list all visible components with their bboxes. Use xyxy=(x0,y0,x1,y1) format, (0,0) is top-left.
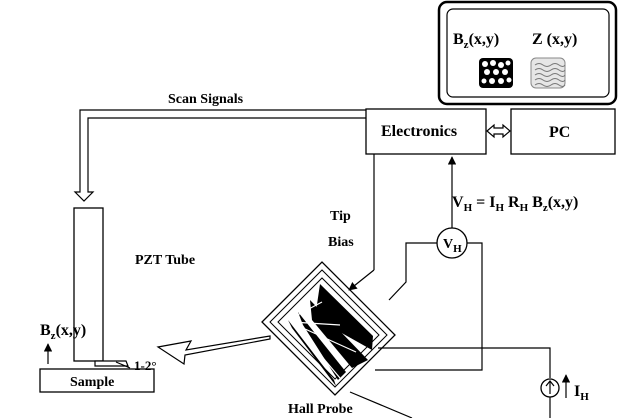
topography-image-thumbnail xyxy=(530,57,566,89)
sample-label: Sample xyxy=(70,375,114,390)
current-lead-top xyxy=(378,347,551,378)
monitor: Bz(x,y) Z (x,y) xyxy=(437,0,618,106)
zoom-arrow xyxy=(156,335,271,366)
pc-label: PC xyxy=(549,124,570,141)
pc-box xyxy=(510,108,616,155)
sample-field-label: Bz(x,y) xyxy=(40,322,86,342)
monitor-z-label: Z (x,y) xyxy=(532,31,577,48)
current-source-symbol xyxy=(540,378,560,398)
bias-label: Bias xyxy=(328,235,354,250)
tip-bias-arrow xyxy=(348,269,375,291)
voltmeter-label: VH xyxy=(443,237,462,255)
sample-block xyxy=(39,368,155,393)
tilt-angle-label: 1-2° xyxy=(134,358,157,373)
pzt-tube-label: PZT Tube xyxy=(135,253,195,268)
electronics-pc-link-arrow xyxy=(486,123,511,139)
electronics-box xyxy=(365,108,487,155)
current-lead-probe xyxy=(349,391,413,418)
hall-probe-chip xyxy=(261,261,396,396)
tip-label: Tip xyxy=(330,209,351,224)
magnetic-image-thumbnail xyxy=(479,58,513,88)
scan-signals-arrow xyxy=(73,109,366,202)
electronics-label: Electronics xyxy=(381,123,457,140)
monitor-bz-label: Bz(x,y) xyxy=(453,31,499,51)
pzt-tube xyxy=(73,207,104,362)
hall-voltage-equation: VH = IH RH Bz(x,y) xyxy=(452,194,578,214)
tilted-probe xyxy=(115,361,131,369)
hall-probe-label: Hall Probe xyxy=(288,402,353,417)
current-label: IH xyxy=(574,383,589,403)
scan-signals-label: Scan Signals xyxy=(168,92,244,107)
probe-mount xyxy=(94,360,129,367)
voltmeter-lead-left xyxy=(388,242,437,301)
voltmeter-lead-right xyxy=(375,242,483,371)
